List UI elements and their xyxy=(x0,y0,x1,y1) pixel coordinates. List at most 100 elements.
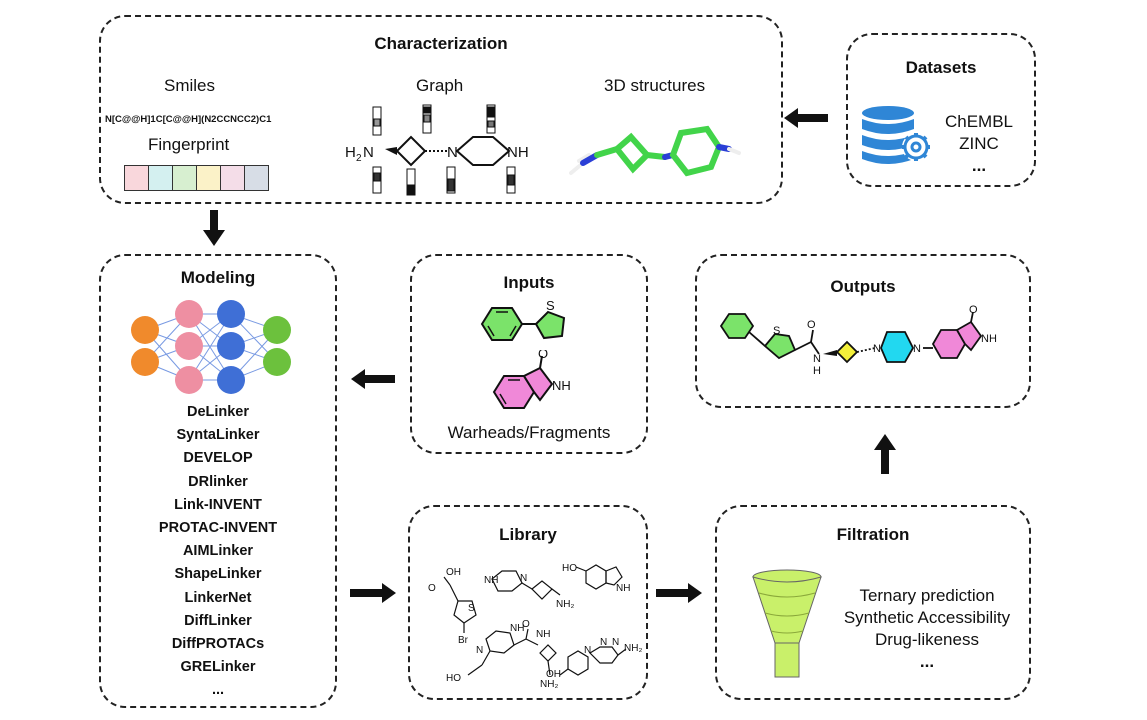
phenol-oh: OH xyxy=(546,669,561,680)
phenylthiophene-fragment: S xyxy=(480,298,566,341)
model-item: PROTAC-INVENT xyxy=(158,520,278,537)
fingerprint-bit xyxy=(125,166,149,190)
graph-label: Graph xyxy=(416,76,464,95)
output-n3: N xyxy=(913,343,921,355)
library-title: Library xyxy=(499,525,557,544)
outputs-panel: Outputs S O N H N N O NH xyxy=(695,254,1031,408)
datasets-title: Datasets xyxy=(905,58,977,77)
fingerprint-bar xyxy=(124,165,269,191)
graph-amine-h: H xyxy=(345,144,356,161)
arrow-datasets-to-characterization xyxy=(784,108,828,128)
lib-oh1: OH xyxy=(446,567,461,578)
library-panel: Library xyxy=(408,505,648,700)
modeling-title: Modeling xyxy=(180,268,256,287)
smiles-string: N[C@@H]1C[C@@H](N2CCNCC2)C1 xyxy=(105,114,272,125)
lib-nh3: NH xyxy=(616,583,630,594)
model-item: DRlinker xyxy=(188,473,248,490)
characterization-title: Characterization xyxy=(374,34,508,53)
filtration-panel: Filtration Ternary prediction Synthetic … xyxy=(715,505,1031,700)
graph-nh: NH xyxy=(507,144,529,161)
funnel-icon xyxy=(752,569,822,678)
model-item: ... xyxy=(211,682,225,699)
filtration-criteria: Ternary prediction Synthetic Accessibili… xyxy=(827,585,1027,673)
model-item: LinkerNet xyxy=(184,589,252,606)
model-item: GRELinker xyxy=(180,659,256,676)
lib-n5: N xyxy=(584,645,591,656)
fingerprint-bit xyxy=(197,166,221,190)
arrow-inputs-to-modeling xyxy=(351,369,395,389)
fingerprint-bit xyxy=(221,166,245,190)
inputs-title: Inputs xyxy=(503,273,555,292)
arrow-characterization-to-modeling xyxy=(203,210,225,246)
lib-br: Br xyxy=(458,635,469,646)
fingerprint-bit xyxy=(245,166,268,190)
model-item: DiffLinker xyxy=(184,612,252,629)
lib-s: S xyxy=(468,603,475,614)
filter-criterion: Ternary prediction xyxy=(859,586,995,605)
3d-structures-label: 3D structures xyxy=(604,76,706,95)
lib-ho1: HO xyxy=(562,563,577,574)
graph-ring-n: N xyxy=(447,144,458,161)
molecular-graph: H 2 N N NH xyxy=(345,104,529,196)
lib-n4: N xyxy=(612,637,619,648)
lib-ho2: HO xyxy=(446,673,461,684)
output-n1: N xyxy=(813,353,821,365)
lib-n1: N xyxy=(520,573,527,584)
output-o2: O xyxy=(969,304,978,316)
dataset-item: ZINC xyxy=(959,134,999,153)
lib-nh5: NH xyxy=(536,629,550,640)
lib-nh4: NH xyxy=(510,623,524,634)
3d-stick-model xyxy=(569,125,741,177)
lib-nh2: NH₂ xyxy=(556,599,574,610)
filtration-title: Filtration xyxy=(836,525,910,544)
inputs-caption: Warheads/Fragments xyxy=(447,423,611,442)
inputs-panel: Inputs S O NH Warheads/Fragments xyxy=(410,254,648,454)
dataset-item: ChEMBL xyxy=(944,112,1014,131)
filter-criterion: Synthetic Accessibility xyxy=(843,608,1011,627)
output-s: S xyxy=(773,325,780,337)
lib-nh7: NH₂ xyxy=(540,679,558,690)
model-item: AIMLinker xyxy=(182,543,254,560)
outputs-title: Outputs xyxy=(830,277,896,296)
isoindolinone-o: O xyxy=(538,350,548,361)
output-nh: NH xyxy=(981,333,997,345)
thiophene-s: S xyxy=(546,298,555,313)
graph-amine-n: N xyxy=(363,144,374,161)
arrow-library-to-filtration xyxy=(656,583,702,603)
model-item: ShapeLinker xyxy=(174,566,262,583)
model-item: DEVELOP xyxy=(183,450,253,467)
model-item: DiffPROTACs xyxy=(171,636,265,653)
datasets-list: ChEMBL ZINC ... xyxy=(938,111,1020,177)
datasets-panel: Datasets ChEMBL ZINC ... xyxy=(846,33,1036,187)
arrow-modeling-to-library xyxy=(350,583,396,603)
characterization-panel: Characterization Smiles N[C@@H]1C[C@@H](… xyxy=(99,15,783,204)
model-list: DeLinker SyntaLinker DEVELOP DRlinker Li… xyxy=(101,401,335,703)
lib-nh6: NH₂ xyxy=(624,643,642,654)
protac-molecule: S O N H N N O NH xyxy=(719,304,997,377)
model-item: Link-INVENT xyxy=(174,496,262,513)
lib-nh1: NH xyxy=(484,575,498,586)
isoindolinone-nh: NH xyxy=(552,378,571,393)
lib-n2: N xyxy=(476,645,483,656)
filter-criterion: Drug-likeness xyxy=(875,630,979,649)
fingerprint-label: Fingerprint xyxy=(148,135,230,154)
fingerprint-bit xyxy=(173,166,197,190)
modeling-panel: Modeling DeLinker SyntaLinker DEVELOP DR… xyxy=(99,254,337,708)
lib-n3: N xyxy=(600,637,607,648)
graph-amine-sub: 2 xyxy=(356,153,362,164)
output-n2: N xyxy=(873,343,881,355)
fingerprint-bit xyxy=(149,166,173,190)
output-o1: O xyxy=(807,319,816,331)
smiles-label: Smiles xyxy=(164,76,216,95)
isoindolinone-fragment: O NH xyxy=(492,350,571,409)
arrow-filtration-to-outputs xyxy=(874,434,896,474)
output-h1: H xyxy=(813,365,821,377)
database-icon xyxy=(862,106,930,164)
filter-criterion: ... xyxy=(919,652,935,671)
library-molecules: OH O S Br NH N NH₂ HO NH NH N HO O NH N … xyxy=(428,563,642,690)
model-item: DeLinker xyxy=(186,404,250,420)
lib-o1: O xyxy=(428,583,436,594)
lib-o2: O xyxy=(522,619,530,630)
dataset-item: ... xyxy=(971,156,987,175)
model-item: SyntaLinker xyxy=(176,427,260,444)
